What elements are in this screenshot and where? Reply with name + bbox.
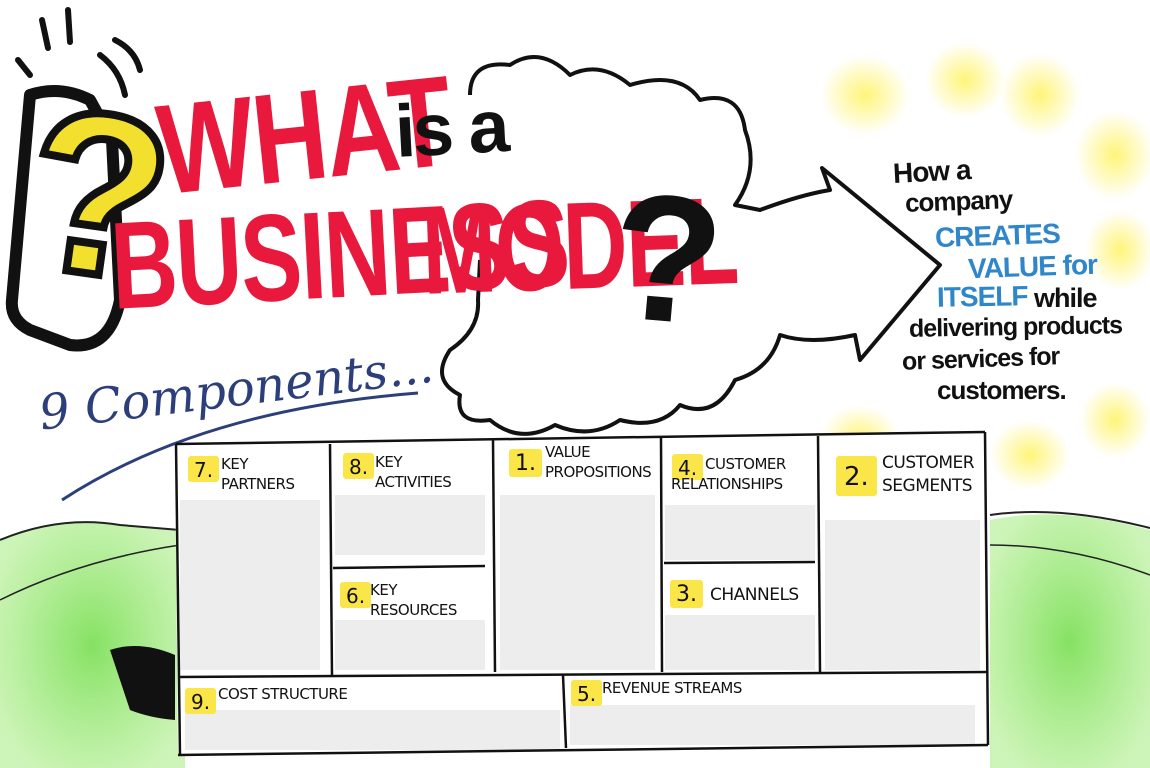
definition-line-3: CREATES	[934, 217, 1061, 254]
definition-line-2: company	[904, 184, 1013, 218]
sun-glow-decoration	[820, 42, 1150, 490]
title-is-a: is a	[392, 84, 509, 173]
number-badge: 2.	[836, 456, 877, 496]
definition-line-8: customers.	[937, 375, 1067, 405]
definition-line-1: How a	[892, 153, 972, 190]
definition-line-6: delivering products	[908, 311, 1123, 343]
definition-line-4: VALUE for	[967, 248, 1098, 285]
cell-label: KEY RESOURCES	[370, 581, 457, 620]
definition-line-7: or services for	[901, 342, 1060, 376]
cell-label: VALUE PROPOSITIONS	[545, 443, 652, 482]
cloud-arrow-shape	[440, 55, 942, 436]
business-model-canvas-grid	[174, 430, 990, 757]
phone-outline-decoration	[5, 85, 126, 352]
cell-label: KEY ACTIVITIES	[375, 453, 452, 492]
number-badge: 5.	[571, 680, 603, 706]
number-badge: 4.	[672, 454, 704, 480]
number-badge: 7.	[188, 456, 220, 482]
underline-decoration	[61, 391, 419, 502]
number-badge: 6.	[340, 582, 372, 608]
definition-line-5a: ITSELF	[936, 280, 1028, 313]
number-badge: 3.	[670, 580, 703, 608]
cell-label: CHANNELS	[710, 585, 799, 605]
cell-label: REVENUE STREAMS	[602, 679, 742, 697]
definition-line-5b: while	[1034, 283, 1098, 313]
cell-label: CUSTOMER RELATIONSHIPS	[671, 455, 786, 494]
number-badge: 9.	[185, 688, 217, 714]
cell-label: KEY PARTNERS	[221, 455, 295, 494]
cell-label: CUSTOMER SEGMENTS	[882, 453, 975, 496]
green-hills-decoration	[0, 510, 1150, 768]
exclamation-strokes-decoration	[15, 7, 143, 98]
number-badge: 8.	[343, 453, 375, 479]
title-question-mark: ?	[603, 154, 731, 365]
cell-label: COST STRUCTURE	[218, 685, 348, 703]
number-badge: 1.	[509, 449, 542, 477]
